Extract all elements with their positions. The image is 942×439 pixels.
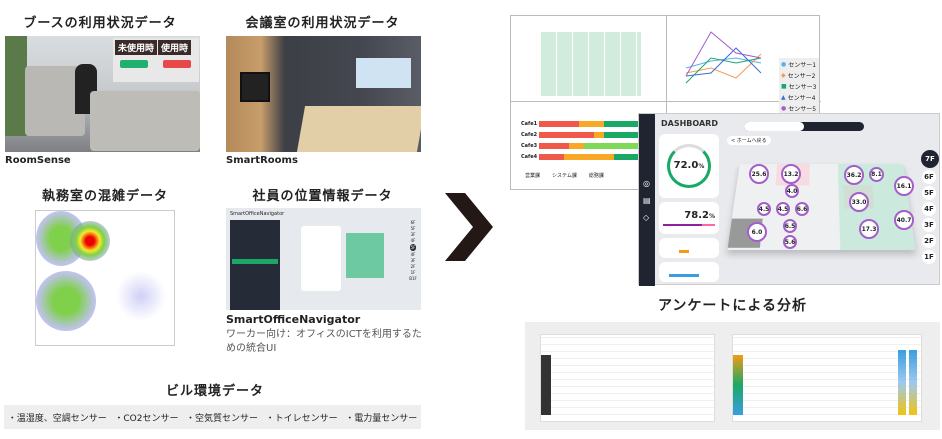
floor-button[interactable]: 6F xyxy=(922,170,936,184)
floor-button[interactable]: 3F xyxy=(922,218,936,232)
survey-panel xyxy=(525,322,940,430)
room-marker[interactable]: 16.1 xyxy=(894,176,914,196)
sensor-item: ・電力量センサー xyxy=(345,413,418,424)
floor-button[interactable]: 1F xyxy=(410,270,416,275)
back-home-button[interactable]: < ホームへ戻る xyxy=(727,136,771,145)
environment-title: ビル環境データ xyxy=(165,384,264,399)
legend-item: センサー4 xyxy=(787,95,816,102)
room-marker[interactable]: 13.2 xyxy=(781,164,801,184)
floor-button-7f[interactable]: 7F xyxy=(921,150,939,168)
settings-icon[interactable]: ◎ xyxy=(643,179,650,188)
arrow-right-icon xyxy=(445,193,493,261)
sensor-item: ・トイレセンサー xyxy=(265,413,338,424)
booth-photo: 未使用時 使用時 xyxy=(5,36,200,152)
floor-button[interactable]: 6F xyxy=(410,220,416,225)
floor-button[interactable]: 2F xyxy=(922,234,936,248)
meeting-photo xyxy=(226,36,421,152)
sov-screenshot: SmartOfficeNavigator 6F 5F 3F 4F 5F 4F 3… xyxy=(226,208,421,310)
sov-description: ワーカー向け：オフィスのICTを利用するための統合UI xyxy=(226,329,422,354)
room-marker[interactable]: 8.1 xyxy=(869,167,884,182)
meeting-title: 会議室の利用状況データ xyxy=(245,16,400,31)
survey-report-2 xyxy=(732,334,922,422)
floor-button[interactable]: B1F xyxy=(409,276,417,281)
dept-label: 総務課 xyxy=(588,173,604,179)
room-marker[interactable]: 40.7 xyxy=(894,210,914,230)
meeting-caption: SmartRooms xyxy=(226,155,298,166)
floor-button[interactable]: 5F xyxy=(409,244,417,251)
booth-title: ブースの利用状況データ xyxy=(23,16,177,31)
temperature-card xyxy=(659,238,719,258)
room-marker[interactable]: 17.3 xyxy=(859,219,879,239)
kpi-value: 78.2 xyxy=(684,210,709,221)
room-marker[interactable]: 33.0 xyxy=(849,192,869,212)
kpi-unit: % xyxy=(698,163,705,170)
floor-button[interactable]: 4F xyxy=(922,202,936,216)
dashboard-sidebar: ◎ ▤ ◇ xyxy=(639,114,655,286)
dept-labels: 営業課 システム課 総務課 xyxy=(525,172,604,179)
heatmap-table xyxy=(541,32,641,96)
legend-item: センサー2 xyxy=(787,73,816,80)
sensor-item: ・温湿度、空調センサー xyxy=(7,413,107,424)
booth-caption: RoomSense xyxy=(5,155,71,166)
floor-button[interactable]: 5F xyxy=(410,226,416,231)
chart-legend: ●センサー1 ◆センサー2 ■センサー3 ▲センサー4 ●センサー5 xyxy=(779,58,819,115)
stacked-bar xyxy=(539,143,639,149)
badge-used: 使用時 xyxy=(158,40,192,55)
sov-app-name: SmartOfficeNavigator xyxy=(230,211,285,217)
cafe-label: Cafe1 xyxy=(521,121,538,127)
cafe-label: Cafe3 xyxy=(521,143,538,149)
stacked-bar xyxy=(539,154,639,160)
room-marker[interactable]: 36.2 xyxy=(844,165,864,185)
stacked-bar xyxy=(539,121,639,127)
room-marker[interactable]: 6.0 xyxy=(747,222,767,242)
line-chart xyxy=(685,31,762,84)
floor-button[interactable]: 5F xyxy=(922,186,936,200)
room-marker[interactable]: 4.0 xyxy=(785,184,799,198)
room-marker[interactable]: 6.5 xyxy=(783,219,797,233)
room-marker[interactable]: 4.5 xyxy=(776,202,790,216)
legend-item: センサー5 xyxy=(788,106,817,113)
kpi-unit: % xyxy=(708,213,715,220)
room-marker[interactable]: 25.6 xyxy=(749,164,769,184)
survey-report-1 xyxy=(540,334,715,422)
cafe-label: Cafe2 xyxy=(521,132,538,138)
co2-card xyxy=(659,262,719,282)
kpi-value: 72.0 xyxy=(673,160,699,171)
view-toggle[interactable] xyxy=(744,122,864,131)
location-title: 社員の位置情報データ xyxy=(252,189,393,204)
sensor-list: ・温湿度、空調センサー ・CO2センサー ・空気質センサー ・トイレセンサー ・… xyxy=(4,405,421,429)
floor-button[interactable]: 1F xyxy=(922,250,936,264)
room-marker[interactable]: 4.5 xyxy=(757,202,771,216)
clipboard-icon[interactable]: ▤ xyxy=(643,196,651,205)
heatmap-floorplan xyxy=(35,210,175,346)
floor-button[interactable]: 3F xyxy=(410,232,416,237)
dept-label: 営業課 xyxy=(525,173,541,179)
cafe-labels: Cafe1 Cafe2 Cafe3 Cafe4 xyxy=(521,119,537,163)
floor-button[interactable]: 4F xyxy=(410,252,416,257)
legend-item: センサー3 xyxy=(788,84,817,91)
sov-caption: SmartOfficeNavigator xyxy=(226,313,361,326)
floor-button[interactable]: 3F xyxy=(410,258,416,263)
floor-button[interactable]: 2F xyxy=(410,264,416,269)
kpi-card-2: 78.2% xyxy=(659,202,719,234)
dept-label: システム課 xyxy=(552,173,577,179)
floor-button[interactable]: 4F xyxy=(410,238,416,243)
badge-unused: 未使用時 xyxy=(115,40,158,55)
kpi-card-1: 72.0% xyxy=(659,134,719,198)
cafe-label: Cafe4 xyxy=(521,154,538,160)
dashboard-title: DASHBOARD xyxy=(661,119,718,128)
sensor-item: ・空気質センサー xyxy=(186,413,259,424)
survey-title: アンケートによる分析 xyxy=(657,298,808,314)
room-marker[interactable]: 5.6 xyxy=(783,235,797,249)
dashboard-screen: ◎ ▤ ◇ DASHBOARD < ホームへ戻る 72.0% 78.2% 25.… xyxy=(638,113,940,286)
room-marker[interactable]: 6.6 xyxy=(795,202,809,216)
congestion-title: 執務室の混雑データ xyxy=(41,189,168,204)
legend-item: センサー1 xyxy=(788,62,817,69)
location-icon[interactable]: ◇ xyxy=(643,213,650,222)
stacked-bar xyxy=(539,132,639,138)
sensor-item: ・CO2センサー xyxy=(114,413,179,424)
